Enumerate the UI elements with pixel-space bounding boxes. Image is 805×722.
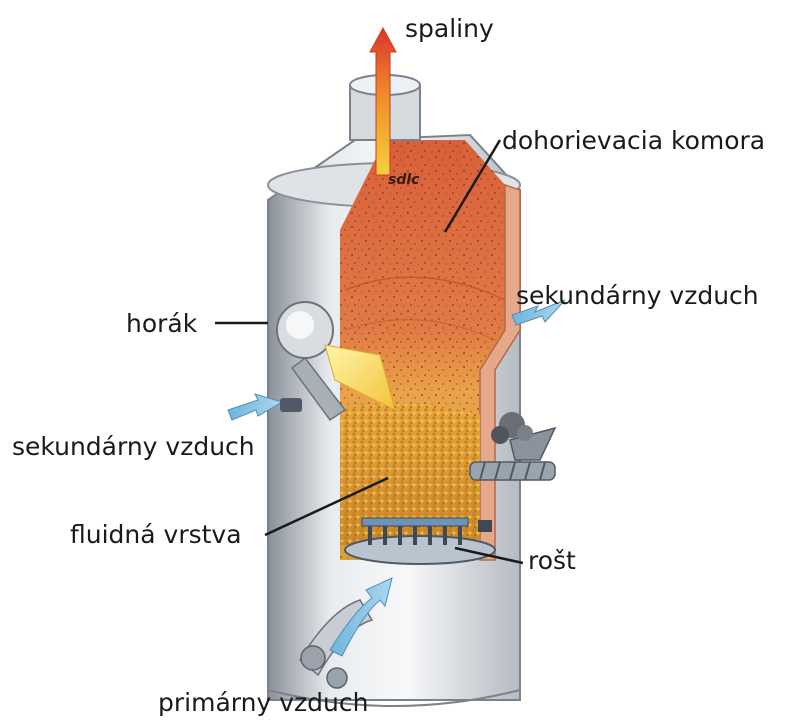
- label-secondary-air-left: sekundárny vzduch: [12, 434, 255, 459]
- label-flue-gas: spaliny: [405, 16, 494, 41]
- label-primary-air: primárny vzduch: [158, 690, 368, 715]
- label-afterburning-chamber: dohorievacia komora: [502, 128, 765, 153]
- watermark-logo: sdlc: [388, 173, 419, 187]
- label-secondary-air-right: sekundárny vzduch: [516, 283, 759, 308]
- label-burner: horák: [126, 311, 197, 336]
- label-fluidized-bed: fluidná vrstva: [70, 522, 242, 547]
- label-grate: rošt: [528, 548, 576, 573]
